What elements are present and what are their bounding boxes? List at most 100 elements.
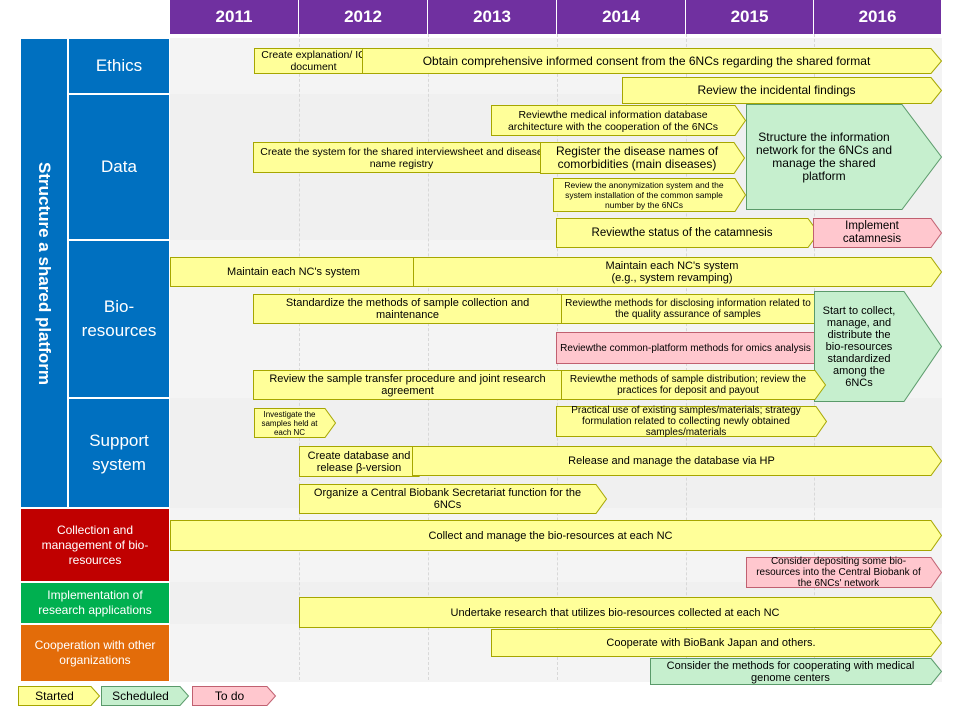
bar-b25: Consider depositing some bio-resources i…: [746, 556, 943, 589]
bar-b22-polygon: [412, 446, 943, 476]
bar-b28: Consider the methods for cooperating wit…: [650, 658, 943, 685]
category-implementation: Implementation of research applications: [20, 582, 170, 624]
legend-todo: To do: [192, 686, 277, 706]
bar-b26: Undertake research that utilizes bio-res…: [299, 597, 943, 628]
bar-b16-label: Start to collect, manage, and distribute…: [822, 304, 896, 389]
bar-b19: Investigate the samples held at each NC: [254, 408, 337, 438]
year-2012: 2012: [299, 0, 428, 34]
bar-b7: Review the anonymization system and the …: [553, 178, 747, 212]
bar-b3-shape: [622, 77, 943, 104]
bar-b6-label: Register the disease names of comorbidit…: [555, 144, 719, 171]
bar-b8-shape: [746, 104, 943, 210]
bar-b13-label: Standardize the methods of sample collec…: [285, 297, 530, 321]
bar-b9: Reviewthe status of the catamnesis: [556, 218, 820, 248]
bar-b7-polygon: [553, 178, 747, 212]
year-2015: 2015: [686, 0, 814, 34]
bar-b7-shape: [553, 178, 747, 212]
bar-b19-polygon: [254, 408, 337, 438]
bar-b15: Reviewthe common-platform methods for om…: [556, 332, 827, 364]
bar-b5: Create the system for the shared intervi…: [253, 142, 562, 173]
bar-b8: Structure the information network for th…: [746, 104, 943, 210]
bar-b1-label: Create explanation/ IC document: [261, 49, 366, 73]
legend-todo-polygon: [192, 686, 277, 706]
legend-scheduled-shape: [101, 686, 190, 706]
legend-started-shape: [18, 686, 101, 706]
section-support-system: Support system: [68, 398, 170, 508]
legend-started-label: Started: [35, 688, 74, 703]
bar-b12-polygon: [413, 257, 943, 287]
bar-b20-label: Practical use of existing samples/materi…: [571, 405, 801, 438]
bar-b22-shape: [412, 446, 943, 476]
section-data: Data: [68, 94, 170, 240]
bar-b22-label: Release and manage the database via HP: [568, 455, 775, 467]
bar-b11: Maintain each NC's system: [170, 257, 429, 287]
year-2014: 2014: [557, 0, 686, 34]
bar-b2: Obtain comprehensive informed consent fr…: [362, 48, 943, 74]
bar-b8-label: Structure the information network for th…: [755, 130, 893, 183]
bar-b28-polygon: [650, 658, 943, 685]
bar-b23-polygon: [299, 484, 608, 514]
year-2016: 2016: [814, 0, 942, 34]
bar-b27: Cooperate with BioBank Japan and others.: [491, 629, 943, 657]
bar-b13: Standardize the methods of sample collec…: [253, 294, 574, 324]
bar-b3-polygon: [622, 77, 943, 104]
main-category-label: Structure a shared platform: [20, 38, 68, 508]
bar-b4: Reviewthe medical information database a…: [491, 105, 747, 136]
bar-b28-shape: [650, 658, 943, 685]
legend-scheduled: Scheduled: [101, 686, 190, 706]
bar-b26-polygon: [299, 597, 943, 628]
section-ethics: Ethics: [68, 38, 170, 94]
bar-b26-shape: [299, 597, 943, 628]
bar-b18: Reviewthe methods of sample distribution…: [561, 370, 827, 400]
bar-b9-label: Reviewthe status of the catamnesis: [591, 226, 773, 239]
bar-b7-label: Review the anonymization system and the …: [564, 180, 724, 210]
bar-b14: Reviewthe methods for disclosing informa…: [561, 294, 827, 324]
bar-b6-polygon: [540, 142, 746, 174]
bar-b17-label: Review the sample transfer procedure and…: [269, 373, 546, 397]
year-2011: 2011: [170, 0, 299, 34]
legend-todo-label: To do: [214, 688, 245, 703]
bar-b23-shape: [299, 484, 608, 514]
bar-b17: Review the sample transfer procedure and…: [253, 370, 574, 400]
bar-b27-label: Cooperate with BioBank Japan and others.: [606, 637, 816, 649]
bar-b11-label: Maintain each NC's system: [227, 266, 360, 278]
bar-b12: Maintain each NC's system (e.g., system …: [413, 257, 943, 287]
category-cooperation: Cooperation with other organizations: [20, 624, 170, 682]
bar-b18-shape: [561, 370, 827, 400]
bar-b21: Create database and release β-version: [299, 446, 431, 477]
bar-b23-label: Organize a Central Biobank Secretariat f…: [313, 487, 582, 511]
bar-b26-label: Undertake research that utilizes bio-res…: [450, 606, 780, 619]
legend-todo-shape: [192, 686, 277, 706]
gridline: [299, 34, 300, 680]
bar-b4-polygon: [491, 105, 747, 136]
bar-b5-label: Create the system for the shared intervi…: [260, 145, 543, 170]
bar-b22: Release and manage the database via HP: [412, 446, 943, 476]
bar-b10-shape: [813, 218, 943, 248]
bar-b19-label: Investigate the samples held at each NC: [261, 409, 318, 437]
bar-b24-label: Collect and manage the bio-resources at …: [428, 529, 673, 542]
bar-b20-polygon: [556, 406, 828, 437]
year-2013: 2013: [428, 0, 557, 34]
bar-b12-label: Maintain each NC's system (e.g., system …: [605, 260, 739, 284]
bar-b24-shape: [170, 520, 943, 551]
bar-b24-polygon: [170, 520, 943, 551]
bar-b2-polygon: [362, 48, 943, 74]
bar-b12-shape: [413, 257, 943, 287]
bar-b3: Review the incidental findings: [622, 77, 943, 104]
bar-b10: Implement catamnesis: [813, 218, 943, 248]
bar-b6: Register the disease names of comorbidit…: [540, 142, 746, 174]
gridline: [428, 34, 429, 680]
bar-b4-label: Reviewthe medical information database a…: [507, 108, 719, 133]
bar-b25-polygon: [746, 557, 943, 588]
bar-b18-label: Reviewthe methods of sample distribution…: [569, 374, 807, 396]
bar-b19-shape: [254, 408, 337, 438]
bar-b2-label: Obtain comprehensive informed consent fr…: [422, 53, 871, 68]
bar-b24: Collect and manage the bio-resources at …: [170, 520, 943, 551]
bar-b18-polygon: [561, 370, 827, 400]
bar-b20: Practical use of existing samples/materi…: [556, 405, 828, 438]
bar-b16: Start to collect, manage, and distribute…: [814, 291, 943, 402]
bar-b27-shape: [491, 629, 943, 657]
section-bioresources: Bio- resources: [68, 240, 170, 398]
bar-b6-shape: [540, 142, 746, 174]
bar-b25-label: Consider depositing some bio-resources i…: [756, 556, 921, 589]
